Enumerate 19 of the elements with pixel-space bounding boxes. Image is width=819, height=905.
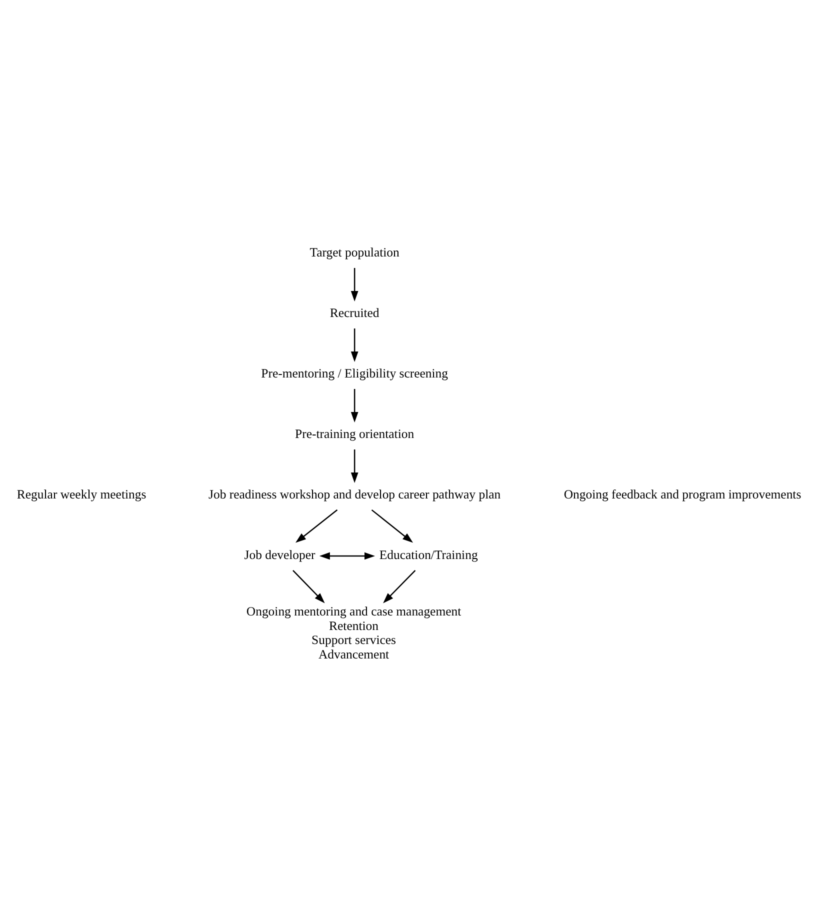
node-text: Pre-mentoring / Eligibility screening <box>261 366 448 381</box>
arrow <box>371 509 414 543</box>
arrow <box>292 570 325 604</box>
label: Regular weekly meetings <box>16 488 146 502</box>
node-text: Job readiness workshop and develop career pathway plan <box>208 488 501 502</box>
arrow <box>350 268 358 302</box>
arrow <box>383 570 416 604</box>
node-text: Recruited <box>330 306 380 320</box>
node-text: Ongoing mentoring and case management Retention Support services Advancement <box>246 604 462 662</box>
node-text: Pre-training orientation <box>295 427 414 442</box>
node-text: Education/Training <box>379 548 478 562</box>
arrow <box>319 552 376 560</box>
arrow <box>296 509 338 543</box>
node-text: Target population <box>310 246 400 260</box>
node-text: Job developer <box>244 548 316 562</box>
label: Ongoing feedback and program improvements <box>564 488 802 502</box>
arrow <box>350 388 358 423</box>
arrow <box>350 449 358 484</box>
arrow <box>350 328 358 362</box>
